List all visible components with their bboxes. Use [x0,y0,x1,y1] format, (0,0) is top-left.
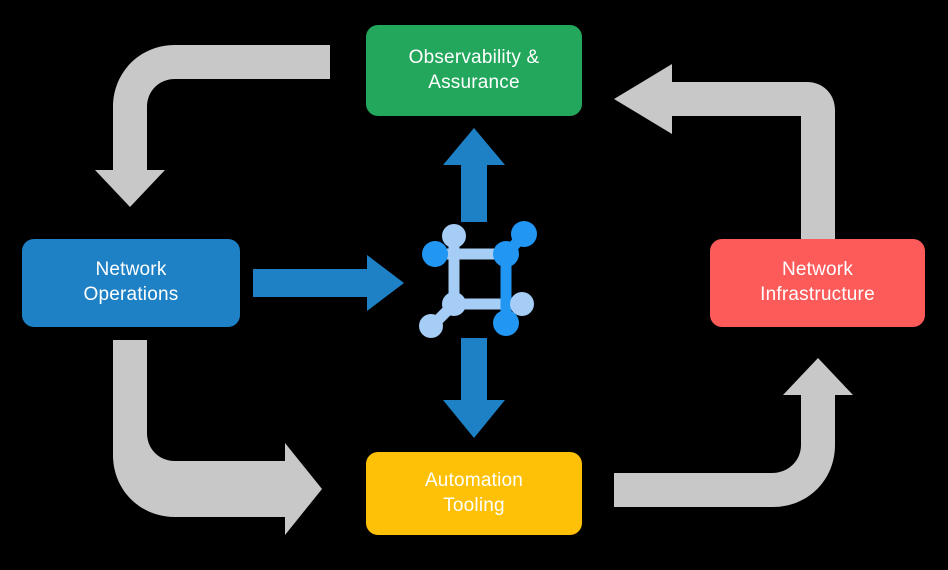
node-hub-bright [493,241,519,267]
node-left-bright [422,241,448,267]
connector-ops-to-center [253,255,404,311]
connector-infrastructure-to-observability-shape [614,64,835,240]
node-bottom-bright [493,310,519,336]
node-bottom-left-light [419,314,443,338]
connector-center-to-observability-shape [443,128,505,222]
icon-bright-nodes [422,221,537,336]
node-box-observability[interactable]: Observability & Assurance [366,25,582,116]
connector-observability-to-operations [95,45,330,207]
network-topology-svg [419,221,537,338]
connector-operations-to-automation [113,340,322,535]
icon-light-nodes [419,224,534,338]
node-top-left-light [442,224,466,248]
node-box-infrastructure[interactable]: Network Infrastructure [710,239,925,327]
connector-center-to-automation [443,338,505,438]
node-box-automation[interactable]: Automation Tooling [366,452,582,535]
node-box-operations[interactable]: Network Operations [22,239,240,327]
node-top-right-bright [511,221,537,247]
node-mid-right-light [510,292,534,316]
network-topology-icon [418,218,540,340]
node-mid-left-light [442,292,466,316]
connector-automation-to-infrastructure [614,358,853,507]
